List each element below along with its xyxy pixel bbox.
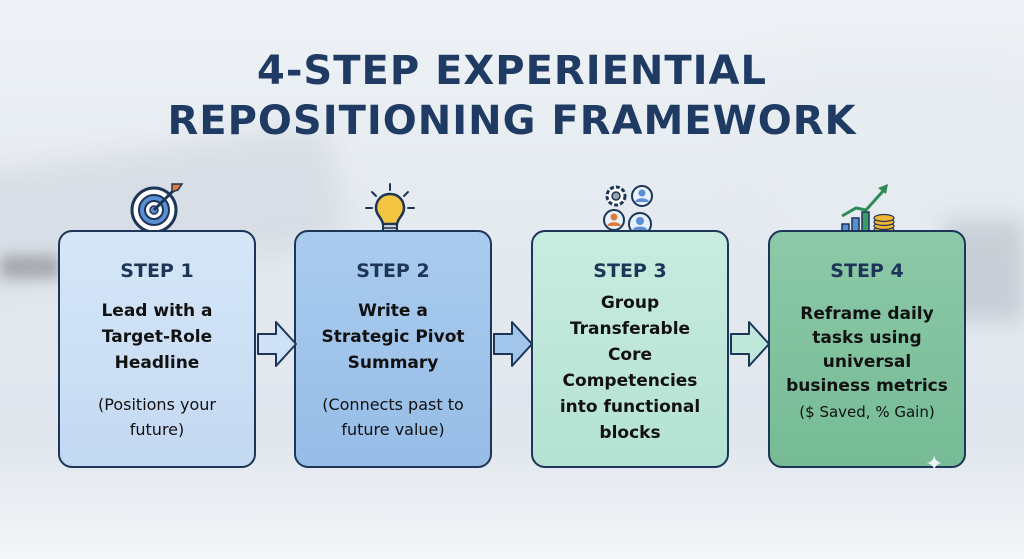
step-headline-line: Headline — [114, 353, 200, 373]
title-line-2: REPOSITIONING FRAMEWORK — [167, 98, 857, 144]
step-label: STEP 3 — [593, 260, 667, 282]
step-subtext-line: future value) — [341, 420, 445, 439]
step-headline-line: Target-Role — [101, 327, 213, 347]
step-headline-line: universal — [822, 352, 912, 372]
gears-people-icon — [603, 185, 653, 236]
step-headline-line: Group — [600, 293, 660, 313]
step-subtext-line: (Positions your — [98, 395, 216, 414]
step-headline-line: into functional — [559, 397, 701, 417]
title-line-1: 4-STEP EXPERIENTIAL — [257, 48, 767, 94]
step-1-card: STEP 1 Lead with a Target-Role Headline … — [58, 230, 256, 468]
step-subtext: (Positions your future) — [68, 392, 246, 442]
step-headline-line: Summary — [347, 353, 439, 373]
background-pen — [0, 255, 60, 279]
sparkle-icon: ✦ — [925, 452, 944, 477]
arrow-right-icon — [730, 321, 770, 367]
step-subtext: (Connects past to future value) — [304, 392, 482, 442]
step-headline-line: Reframe daily — [800, 304, 934, 324]
step-headline-line: business metrics — [786, 376, 948, 396]
target-icon — [130, 183, 184, 234]
page-title: 4-STEP EXPERIENTIAL REPOSITIONING FRAMEW… — [0, 46, 1024, 146]
step-subtext-line: ($ Saved, % Gain) — [799, 403, 935, 421]
arrow-right-icon — [257, 321, 297, 367]
step-subtext-line: (Connects past to — [322, 395, 464, 414]
arrow-right-icon — [493, 321, 533, 367]
step-subtext-line: future) — [129, 420, 185, 439]
step-4-card: STEP 4 Reframe daily tasks using univers… — [768, 230, 966, 468]
step-headline: Reframe daily tasks using universal busi… — [778, 302, 956, 398]
step-2-card: STEP 2 Write a Strategic Pivot Summary (… — [294, 230, 492, 468]
step-label: STEP 1 — [120, 260, 194, 282]
step-3-card: STEP 3 Group Transferable Core Competenc… — [531, 230, 729, 468]
step-label: STEP 2 — [356, 260, 430, 282]
step-headline: Lead with a Target-Role Headline — [68, 298, 246, 376]
step-label: STEP 4 — [830, 260, 904, 282]
step-headline: Group Transferable Core Competencies int… — [541, 290, 719, 446]
step-headline-line: Strategic Pivot — [321, 327, 465, 347]
step-headline-line: Write a — [358, 301, 428, 321]
step-headline: Write a Strategic Pivot Summary — [304, 298, 482, 376]
step-headline-line: tasks using — [812, 328, 922, 348]
step-subtext: ($ Saved, % Gain) — [778, 400, 956, 425]
lightbulb-icon — [365, 183, 415, 239]
step-headline-line: Core — [607, 345, 653, 365]
step-headline-line: Competencies — [562, 371, 698, 391]
step-headline-line: Transferable — [569, 319, 691, 339]
step-headline-line: Lead with a — [101, 301, 213, 321]
step-headline-line: blocks — [599, 423, 661, 443]
